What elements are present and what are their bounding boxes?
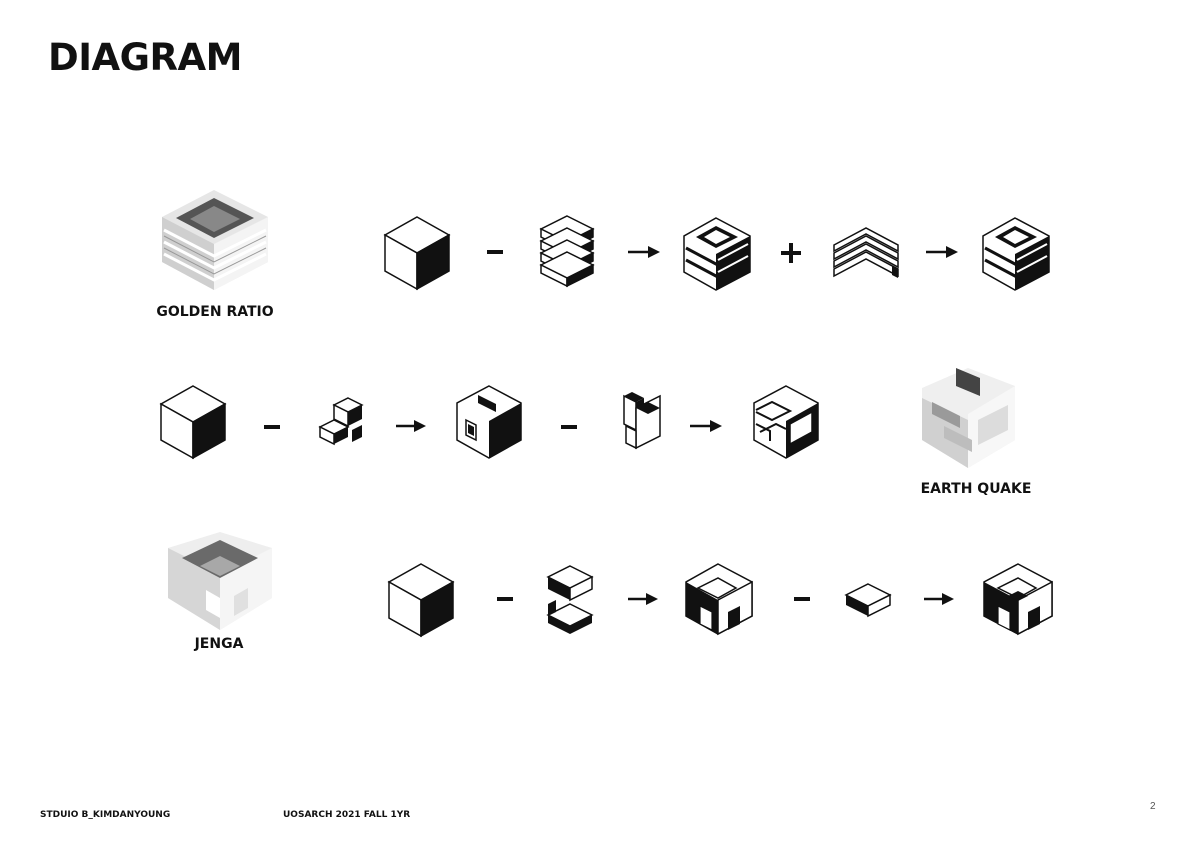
minus-operator	[487, 250, 503, 254]
jenga-render	[168, 532, 272, 630]
stepped-blocks-shape	[318, 397, 364, 446]
chevron-layers-shape	[833, 227, 899, 278]
arrow-operator	[926, 246, 958, 258]
jenga-label: JENGA	[194, 636, 244, 652]
earth-quake-render	[922, 368, 1015, 468]
arrow-operator	[628, 593, 658, 605]
golden-ratio-render	[162, 190, 268, 290]
minus-operator	[561, 425, 577, 429]
minus-operator	[264, 425, 280, 429]
carved-cube-shape	[456, 385, 522, 459]
footer-studio: STDUIO B_KIMDANYOUNG	[40, 810, 171, 820]
minus-operator	[497, 597, 513, 601]
footer-course: UOSARCH 2021 FALL 1YR	[283, 810, 411, 820]
arrow-operator	[690, 420, 722, 432]
arrow-operator	[924, 593, 954, 605]
golden-ratio-result-shape	[982, 217, 1050, 291]
earth-quake-label: EARTH QUAKE	[920, 481, 1032, 497]
jenga-result-shape	[983, 563, 1053, 636]
minus-operator	[794, 597, 810, 601]
offset-slabs-shape	[546, 565, 594, 634]
layered-cube-shape	[683, 217, 751, 291]
single-slab-shape	[844, 583, 892, 618]
page-title: DIAGRAM	[48, 36, 242, 79]
arrow-operator	[628, 246, 660, 258]
jenga-step-shape	[685, 563, 753, 636]
arrow-operator	[396, 420, 426, 432]
golden-ratio-label: GOLDEN RATIO	[156, 304, 274, 320]
base-cube	[160, 385, 226, 459]
stacked-slabs-shape	[540, 215, 594, 287]
base-cube	[384, 216, 450, 290]
l-prism-shape	[623, 392, 661, 450]
plus-operator	[781, 243, 801, 263]
earth-quake-result-shape	[753, 385, 819, 459]
page-number: 2	[1150, 801, 1156, 812]
base-cube	[388, 563, 454, 637]
